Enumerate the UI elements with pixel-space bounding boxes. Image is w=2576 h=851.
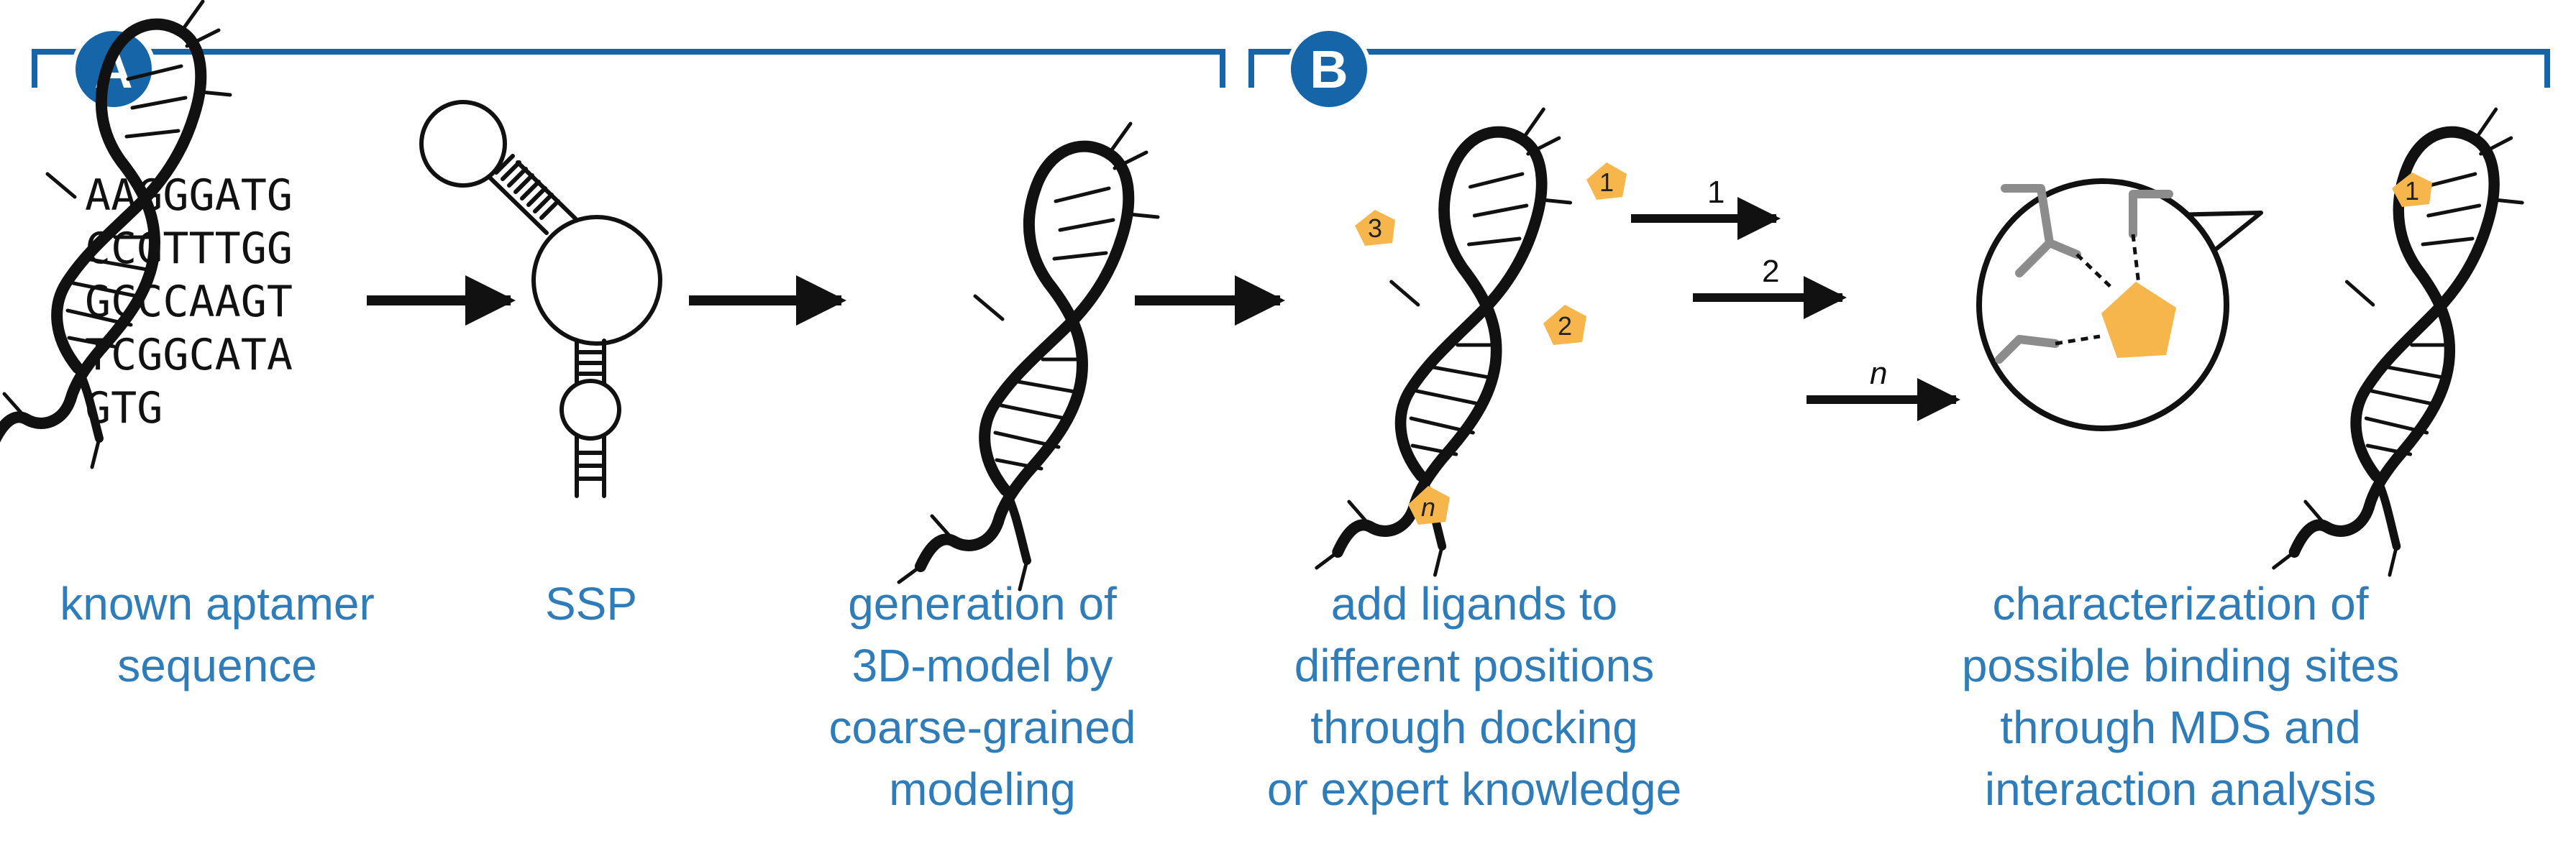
ligand-n: n [1408, 486, 1450, 525]
sequence-line-4: TCGGCATA [85, 330, 293, 380]
ligand-2-label: 2 [1558, 311, 1572, 341]
panel-a-bracket [32, 49, 1225, 88]
caption-known-line-1: known aptamer [60, 578, 375, 630]
ligand-1-label: 1 [1599, 167, 1614, 197]
arrow-label-2: 2 [1762, 254, 1779, 289]
caption-characterization: characterization of possible binding sit… [1962, 578, 2399, 815]
caption-ligands: add ligands to different positions throu… [1267, 578, 1681, 815]
ligand-3-label: 3 [1368, 213, 1382, 243]
caption-ligands-line-3: through docking [1310, 702, 1638, 753]
panel-b-label: B [1310, 40, 1348, 99]
caption-generation-line-1: generation of [848, 578, 1117, 630]
characterized-model [2274, 109, 2523, 575]
caption-ssp-line-1: SSP [545, 578, 637, 630]
binding-site-zoom [1976, 178, 2263, 431]
caption-characterization-line-3: through MDS and [2000, 702, 2361, 753]
helix-template [0, 0, 232, 469]
caption-ssp: SSP [545, 578, 637, 630]
arrow-label-1: 1 [1707, 175, 1725, 210]
caption-ligands-line-2: different positions [1294, 640, 1654, 691]
panel-b-bracket [1248, 49, 2550, 88]
caption-generation-line-4: modeling [889, 763, 1076, 815]
coarse-grained-3d-model [899, 124, 1158, 589]
residue-sidechains [1995, 184, 2173, 364]
panel-a-badge: A [71, 27, 156, 111]
caption-characterization-line-4: interaction analysis [1985, 763, 2376, 815]
ligand-2: 2 [1543, 305, 1586, 345]
bound-ligand [2101, 282, 2176, 358]
caption-generation: generation of 3D-model by coarse-grained… [829, 578, 1136, 815]
arrow-label-n: n [1870, 356, 1887, 391]
process-arrows [367, 197, 1960, 421]
caption-known-line-2: sequence [117, 640, 317, 691]
ssp-secondary-structure [419, 100, 662, 498]
result-ligand: 1 [2392, 172, 2432, 207]
ligand-3: 3 [1355, 210, 1395, 246]
caption-ligands-line-1: add ligands to [1331, 578, 1618, 630]
interaction-lines [2055, 234, 2141, 346]
caption-known-aptamer: known aptamer sequence [60, 578, 375, 691]
sequence-line-3: GCCCAAGT [85, 277, 293, 327]
result-ligand-label: 1 [2405, 176, 2419, 206]
ligand-1: 1 [1586, 162, 1627, 200]
sequence-line-1: AAGGGATG [85, 170, 293, 221]
aptamer-sequence: AAGGGATG CCGTTTGG GCCCAAGT TCGGCATA GTG [85, 170, 293, 433]
panel-b-badge: B [1287, 27, 1371, 111]
caption-characterization-line-2: possible binding sites [1962, 640, 2399, 691]
caption-ligands-line-4: or expert knowledge [1267, 763, 1681, 815]
ligand-n-label: n [1421, 492, 1435, 522]
caption-generation-line-3: coarse-grained [829, 702, 1136, 753]
caption-generation-line-2: 3D-model by [852, 640, 1113, 691]
caption-characterization-line-1: characterization of [1993, 578, 2369, 630]
